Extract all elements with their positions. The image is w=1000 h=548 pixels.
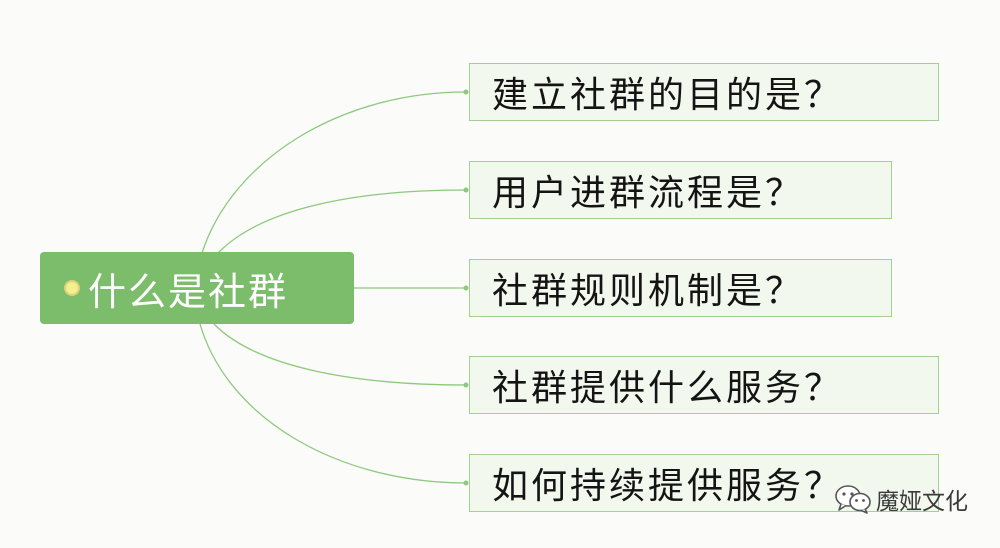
wechat-icon [835,485,871,514]
subtopic-label: 如何持续提供服务？ [492,466,844,507]
watermark-text: 魔娅文化 [876,489,968,515]
connector-end-dot [463,285,469,291]
connector-end-dot [463,480,469,486]
connector-end-dot [463,187,469,193]
root-bullet-icon [64,280,80,296]
subtopic-rules[interactable]: 社群规则机制是？ [469,259,892,317]
connector-line [213,323,467,386]
subtopic-services[interactable]: 社群提供什么服务？ [469,356,939,414]
subtopic-label: 用户进群流程是？ [492,173,805,214]
subtopic-label: 社群提供什么服务？ [492,368,844,409]
connector-end-dot [463,382,469,388]
connector-line [199,323,467,484]
connector-line [217,189,467,254]
subtopic-purpose[interactable]: 建立社群的目的是？ [469,63,939,121]
root-topic[interactable]: 什么是社群 [40,252,354,324]
root-topic-label: 什么是社群 [88,269,289,314]
subtopic-join-process[interactable]: 用户进群流程是？ [469,161,892,219]
watermark: 魔娅文化 [834,482,968,516]
connector-line [201,91,467,254]
subtopic-label: 社群规则机制是？ [492,271,805,312]
connector-end-dot [463,89,469,95]
subtopic-label: 建立社群的目的是？ [492,75,844,116]
